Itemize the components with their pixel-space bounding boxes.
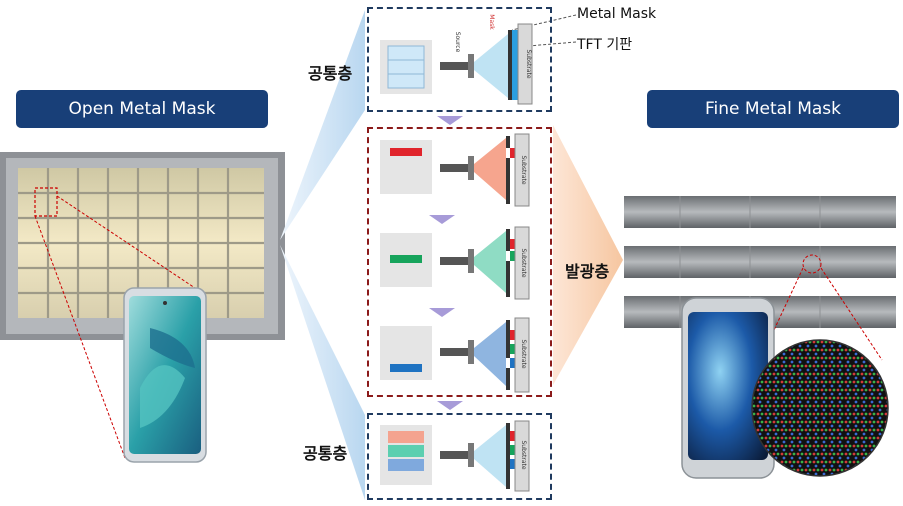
substrate-text-top: Substrate [525, 49, 532, 78]
fine-metal-mask-title: Fine Metal Mask [647, 90, 899, 128]
substrate-text-blue: Substrate [520, 339, 527, 368]
common-layer-box-bottom [367, 413, 552, 500]
fan-right-connector [553, 125, 623, 385]
open-metal-mask-title: Open Metal Mask [16, 90, 268, 128]
arrow-down-1 [437, 116, 463, 125]
stage-common-top: Substrate Source Mask [380, 14, 533, 105]
stage-green: Substrate [380, 226, 530, 300]
tft-substrate-annotation: TFT 기판 [577, 37, 633, 53]
substrate-text-red: Substrate [520, 155, 527, 184]
arrow-down-3 [429, 308, 455, 317]
common-layer-label-top: 공통층 [308, 64, 353, 83]
arrow-down-2 [429, 215, 455, 224]
metal-mask-annotation: Metal Mask [577, 6, 657, 22]
fan-left-connector [280, 10, 365, 500]
common-layer-label-bottom: 공통층 [303, 444, 348, 463]
open-metal-mask-title-text: Open Metal Mask [68, 99, 216, 119]
emission-layer-box [367, 127, 552, 397]
source-text: Source [454, 32, 461, 53]
substrate-text-green: Substrate [520, 248, 527, 277]
mask-text: Mask [488, 14, 495, 30]
fine-metal-mask-title-text: Fine Metal Mask [704, 99, 842, 119]
fine-metal-mask-photo [624, 196, 896, 479]
arrow-down-4 [437, 401, 463, 410]
stage-red: Substrate [380, 133, 530, 207]
stage-common-bottom: Substrate [380, 420, 530, 492]
common-layer-box-top [367, 7, 552, 112]
stage-blue: Substrate [380, 317, 530, 393]
emission-layer-label: 발광층 [565, 262, 610, 281]
annotation-leaders [511, 14, 577, 47]
open-metal-mask-photo [0, 152, 285, 463]
substrate-text-bottom: Substrate [520, 440, 527, 469]
